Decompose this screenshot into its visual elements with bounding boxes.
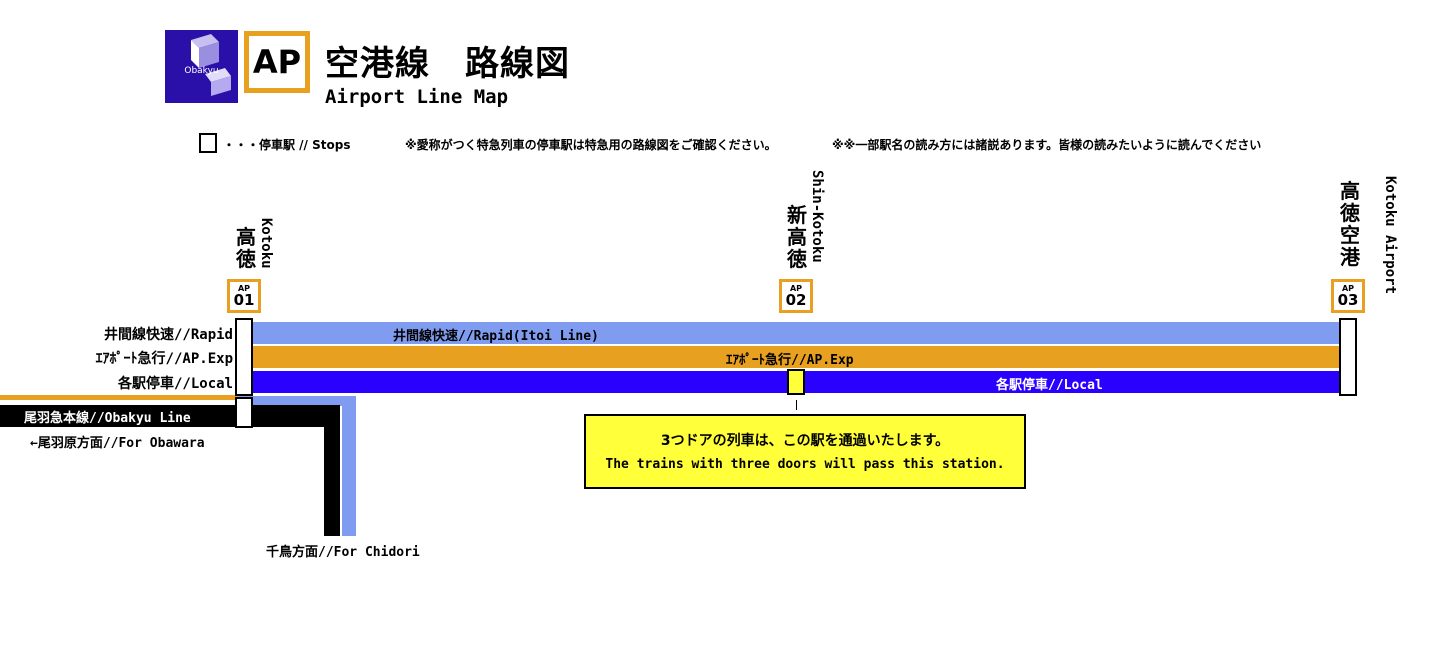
- local-band-label: 各駅停車//Local: [996, 378, 1103, 393]
- station-03-name-en: Kotoku Airport: [1382, 176, 1398, 295]
- page-title-ja: 空港線 路線図: [325, 44, 570, 84]
- row-label-local: 各駅停車//Local: [117, 376, 233, 392]
- logo-text: Obakyu: [184, 66, 219, 76]
- legend-note-1: ※愛称がつく特急列車の停車駅は特急用の路線図をご確認ください。: [405, 138, 777, 152]
- ap-exp-band: ｴｱﾎﾟｰﾄ急行//AP.Exp: [238, 346, 1346, 368]
- for-chidori-label: 千鳥方面//For Chidori: [266, 545, 420, 560]
- station-02-name-en: Shin-Kotoku: [809, 170, 825, 263]
- station-02-code: AP: [789, 283, 803, 293]
- cube-logo-icon: [191, 34, 231, 96]
- ap-exp-band-label: ｴｱﾎﾟｰﾄ急行//AP.Exp: [726, 353, 854, 368]
- station-02-name-ja: 新高徳: [787, 203, 807, 271]
- stop-kotoku-obakyu: [235, 397, 253, 428]
- page-title-en: Airport Line Map: [325, 86, 509, 108]
- station-01-name-ja: 高徳: [236, 225, 256, 271]
- line-code-badge: AP: [244, 31, 310, 93]
- three-door-notice: 3つドアの列車は、この駅を通過いたします。 The trains with th…: [584, 414, 1026, 489]
- notice-text-en: The trains with three doors will pass th…: [605, 457, 1005, 472]
- station-03-number-badge: AP 03: [1331, 279, 1365, 313]
- stop-kotoku-airport: [1339, 318, 1357, 396]
- stop-kotoku: [235, 318, 253, 396]
- obakyu-line-label: 尾羽急本線//Obakyu Line: [24, 411, 191, 426]
- station-01-name-en: Kotoku: [258, 218, 274, 269]
- rapid-band: 井間線快速//Rapid(Itoi Line): [238, 322, 1346, 344]
- notice-pointer: [796, 400, 797, 410]
- notice-text-ja: 3つドアの列車は、この駅を通過いたします。: [660, 433, 950, 449]
- connection-track-orange: [0, 395, 238, 400]
- row-label-ap-exp: ｴｱﾎﾟｰﾄ急行//AP.Exp: [95, 351, 233, 367]
- for-obawara-label: ←尾羽原方面//For Obawara: [30, 436, 205, 451]
- station-01-number: 01: [233, 290, 255, 309]
- legend-stop-symbol: [199, 133, 217, 153]
- chidori-track-rapid: [342, 396, 356, 536]
- connection-track-rapid-top: [238, 396, 356, 406]
- obakyu-logo: Obakyu: [165, 30, 238, 103]
- station-02-number-badge: AP 02: [779, 279, 813, 313]
- station-01-number-badge: AP 01: [227, 279, 261, 313]
- station-03-code: AP: [1341, 283, 1355, 293]
- rapid-band-label: 井間線快速//Rapid(Itoi Line): [393, 329, 599, 344]
- obakyu-line-band: 尾羽急本線//Obakyu Line: [0, 405, 340, 427]
- row-label-rapid: 井間線快速//Rapid: [103, 327, 233, 343]
- legend-stops-label: ・・・停車駅 // Stops: [223, 138, 351, 152]
- station-03-number: 03: [1337, 290, 1359, 309]
- station-01-code: AP: [237, 283, 251, 293]
- chidori-track-obakyu: [324, 405, 340, 536]
- legend-note-2: ※※一部駅名の読み方には諸説あります。皆様の読みたいように読んでください: [832, 138, 1262, 152]
- station-02-number: 02: [785, 290, 807, 309]
- station-03-name-ja: 高徳空港: [1340, 179, 1360, 269]
- stop-shin-kotoku-local: [787, 369, 805, 395]
